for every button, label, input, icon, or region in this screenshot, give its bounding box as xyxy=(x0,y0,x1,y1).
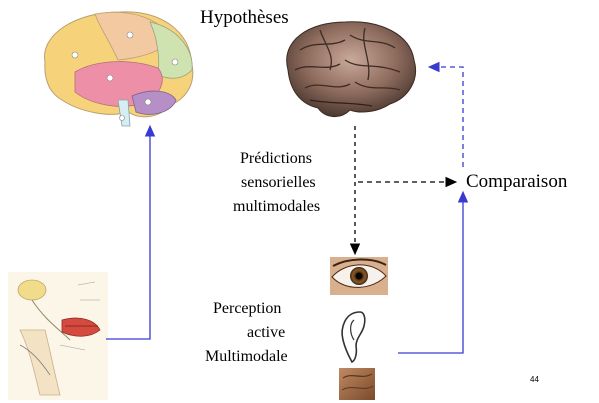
body-anatomy-image xyxy=(8,272,108,400)
perception-label-line3: Multimodale xyxy=(205,348,288,365)
comparison-label: Comparaison xyxy=(466,171,568,192)
arrow-body-to-brain xyxy=(106,124,156,340)
predictions-label-line1: Prédictions xyxy=(240,150,312,167)
predictions-label-line3: multimodales xyxy=(233,198,321,215)
hypotheses-label: Hypothèses xyxy=(200,7,289,28)
arrow-comparison-to-brain xyxy=(427,61,464,167)
skin-touch-image xyxy=(339,368,375,400)
arrow-perception-to-comparison xyxy=(398,190,469,354)
ear-image xyxy=(341,311,366,364)
perception-label-line1: Perception xyxy=(213,300,282,317)
perception-label-line2: active xyxy=(247,324,286,341)
atlas-brain-image xyxy=(44,11,194,127)
real-brain-image xyxy=(286,21,416,117)
page-number: 44 xyxy=(530,375,539,384)
predictions-label-line2: sensorielles xyxy=(241,174,316,191)
eye-image xyxy=(330,257,388,295)
